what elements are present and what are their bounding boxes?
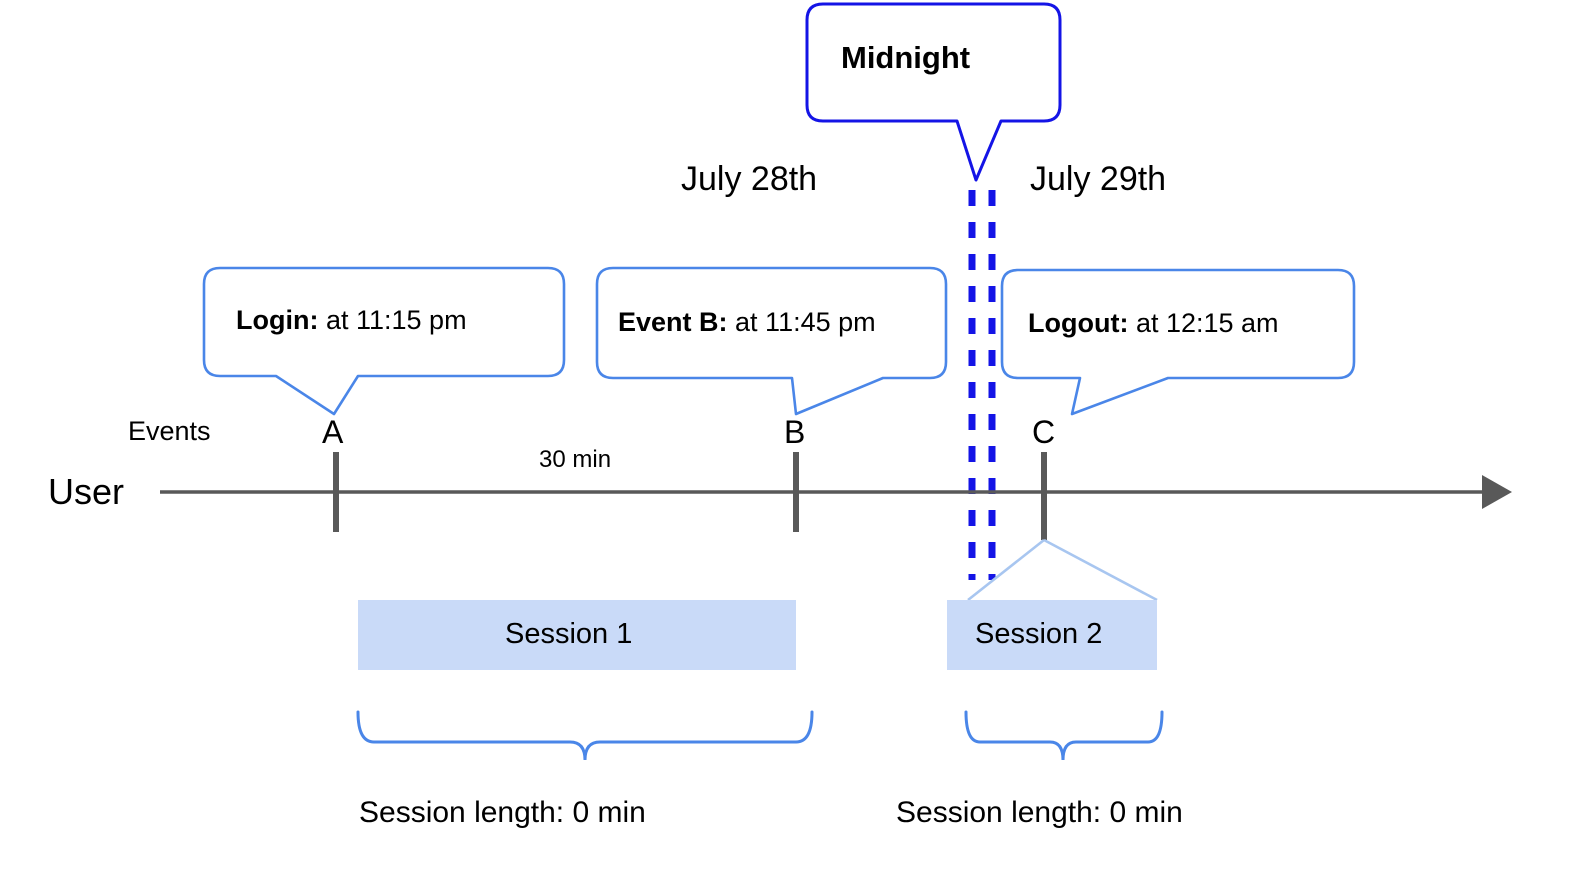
session-2-label: Session 2 bbox=[975, 618, 1103, 650]
session-1-brace bbox=[356, 710, 814, 761]
session-2-box bbox=[947, 600, 1157, 670]
session-2-pointer bbox=[967, 538, 1158, 602]
tick-letter-b: B bbox=[784, 414, 806, 450]
login-callout-bold: Login: bbox=[236, 305, 319, 335]
session-1-label: Session 1 bbox=[505, 618, 633, 650]
logout-callout-rest: at 12:15 am bbox=[1128, 308, 1279, 338]
tick-letter-a: A bbox=[322, 414, 344, 450]
session-1-box bbox=[358, 600, 796, 670]
duration-30min-label: 30 min bbox=[539, 446, 612, 473]
event-b-callout-rest: at 11:45 pm bbox=[727, 307, 876, 337]
date-july-28-label: July 28th bbox=[681, 160, 818, 198]
date-july-29-label: July 29th bbox=[1030, 160, 1167, 198]
event-b-bubble-path bbox=[595, 266, 948, 416]
session-2-pointer-left bbox=[967, 538, 1045, 602]
midnight-dashed-lines bbox=[968, 190, 996, 580]
timeline-arrow-icon bbox=[1482, 475, 1512, 509]
midnight-callout-shape bbox=[805, 2, 1062, 182]
session-2-pointer-right bbox=[1043, 538, 1158, 602]
logout-callout-bold: Logout: bbox=[1028, 308, 1129, 338]
login-bubble-path bbox=[202, 266, 566, 416]
logout-bubble-path bbox=[1000, 268, 1356, 416]
timeline-axis bbox=[160, 475, 1512, 509]
login-callout-text: Login: at 11:15 pm bbox=[236, 305, 467, 336]
session-1-length-label: Session length: 0 min bbox=[359, 796, 646, 829]
tick-letter-c: C bbox=[1032, 414, 1056, 450]
event-b-callout-bold: Event B: bbox=[618, 307, 728, 337]
session-2-length-label: Session length: 0 min bbox=[896, 796, 1183, 829]
event-b-callout-text: Event B: at 11:45 pm bbox=[618, 307, 876, 338]
logout-callout-text: Logout: at 12:15 am bbox=[1028, 308, 1279, 339]
session-2-brace bbox=[964, 710, 1164, 761]
events-row-label: Events bbox=[128, 416, 211, 446]
login-callout-rest: at 11:15 pm bbox=[318, 305, 467, 335]
midnight-label: Midnight bbox=[841, 40, 971, 75]
user-row-label: User bbox=[48, 471, 125, 512]
midnight-bubble-path bbox=[805, 2, 1062, 182]
